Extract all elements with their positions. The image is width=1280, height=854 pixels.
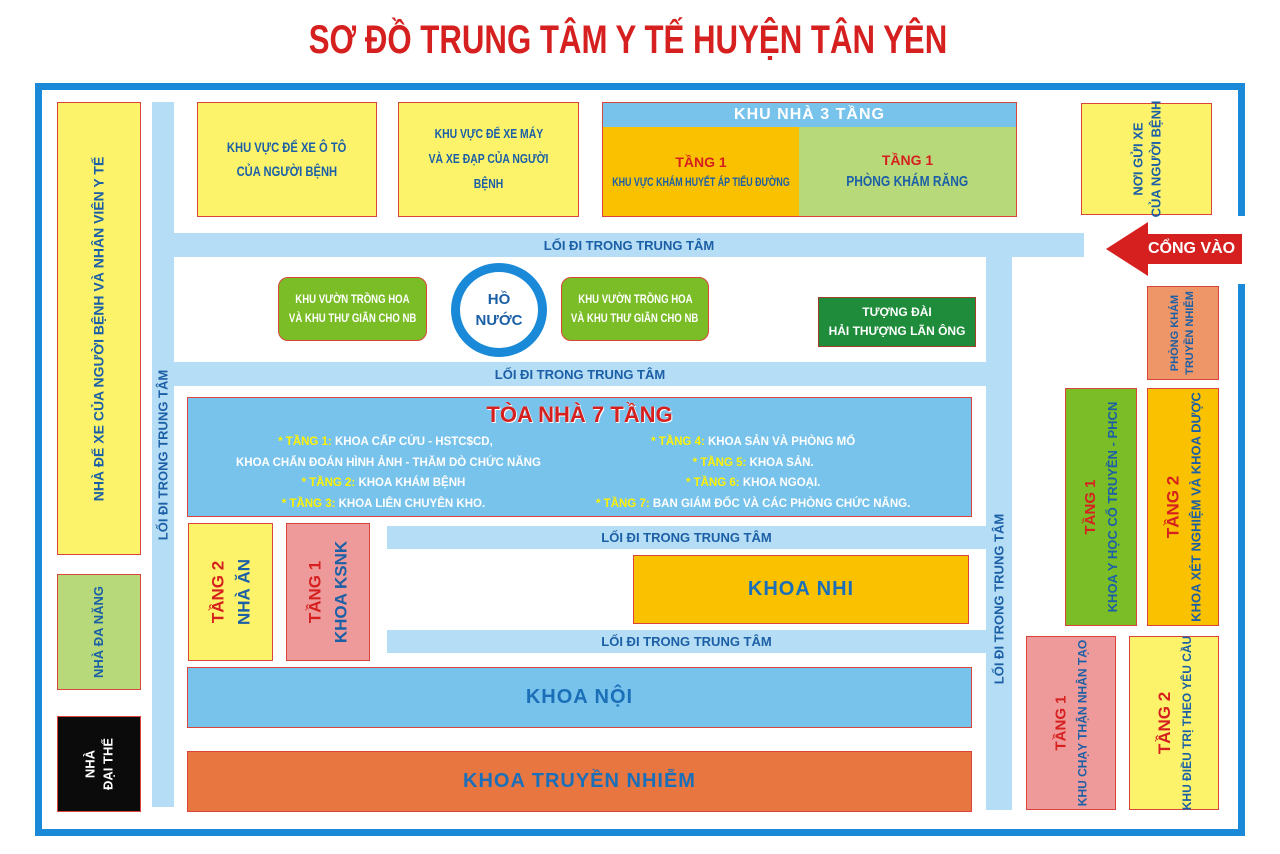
dialysis-area: TẦNG 1 KHU CHẠY THẬN NHÂN TẠO	[1026, 636, 1116, 810]
dental-clinic-label: PHÒNG KHÁM RĂNG	[846, 172, 969, 190]
left-vertical-path: LỐI ĐI TRONG TRUNG TÂM	[152, 102, 174, 807]
patient-parking-line1: NƠI GỬI XE	[1129, 122, 1145, 196]
moto-parking-line1: KHU VỰC ĐỂ XE MÁY	[434, 126, 543, 142]
traditional-medicine-department: TẦNG 1 KHOA Y HỌC CỔ TRUYỀN - PHCN	[1065, 388, 1137, 626]
lab-floor-label: TẦNG 2	[1163, 475, 1183, 539]
ksnk-department: TẦNG 1 KHOA KSNK	[286, 523, 370, 661]
lab-pharmacy-label: KHOA XÉT NGHIỆM VÀ KHOA DƯỢC	[1188, 392, 1203, 622]
car-parking-area: KHU VỰC ĐỂ XE Ô TÔ CỦA NGƯỜI BỆNH	[197, 102, 377, 217]
flower-garden-right: KHU VƯỜN TRỒNG HOA VÀ KHU THƯ GIÃN CHO N…	[561, 277, 709, 341]
on-demand-label: KHU ĐIỀU TRỊ THEO YÊU CẦU	[1180, 635, 1194, 811]
entrance-label: CỔNG VÀO	[1148, 240, 1236, 257]
ksnk-label: KHOA KSNK	[331, 540, 350, 644]
garden-right-line1: KHU VƯỜN TRỒNG HOA	[577, 291, 693, 306]
pediatrics-label: KHOA NHI	[747, 578, 855, 600]
floors-left-list: * TẦNG 1: KHOA CẤP CỨU - HSTC$CD, KHOA C…	[230, 432, 541, 514]
infectious-clinic-line2: TRUYỀN NHIỄM	[1184, 291, 1196, 375]
entrance-arrow: CỔNG VÀO	[1106, 222, 1242, 276]
hai-thuong-lan-ong-statue: TƯỢNG ĐÀI HẢI THƯỢNG LÃN ÔNG	[818, 297, 976, 347]
multipurpose-building: NHÀ ĐA NĂNG	[57, 574, 141, 690]
dialysis-label: KHU CHẠY THẬN NHÂN TẠO	[1075, 639, 1090, 807]
three-floor-header: KHU NHÀ 3 TẦNG	[603, 103, 1016, 127]
garden-left-line1: KHU VƯỜN TRỒNG HOA	[295, 291, 410, 306]
campus-boundary	[35, 83, 1245, 836]
morgue-building: NHÀ ĐẠI THỂ	[57, 716, 141, 812]
internal-medicine-label: KHOA NỘI	[525, 686, 634, 708]
top-path-label: LỐI ĐI TRONG TRUNG TÂM	[543, 237, 715, 253]
dialysis-floor-label: TẦNG 1	[1052, 695, 1070, 751]
internal-medicine-department: KHOA NỘI	[187, 667, 972, 728]
moto-parking-line2: VÀ XE ĐẠP CỦA NGƯỜI BỆNH	[428, 151, 549, 191]
on-demand-floor-label: TẦNG 2	[1154, 691, 1174, 755]
blood-pressure-diabetes-area: TẦNG 1 KHU VỰC KHÁM HUYẾT ÁP TIỂU ĐƯỜNG	[603, 127, 799, 216]
inner-top-path-label: LỐI ĐI TRONG TRUNG TÂM	[601, 530, 772, 545]
bp-floor-label: TẦNG 1	[675, 154, 727, 170]
on-demand-treatment-area: TẦNG 2 KHU ĐIỀU TRỊ THEO YÊU CẦU	[1129, 636, 1219, 810]
car-parking-line1: KHU VỰC ĐỂ XE Ô TÔ	[227, 138, 347, 155]
canteen-floor-label: TẦNG 2	[208, 560, 227, 624]
left-vertical-path-label: LỐI ĐI TRONG TRUNG TÂM	[155, 369, 171, 540]
flower-garden-left: KHU VƯỜN TRỒNG HOA VÀ KHU THƯ GIÃN CHO N…	[278, 277, 427, 341]
lab-pharmacy-department: TẦNG 2 KHOA XÉT NGHIỆM VÀ KHOA DƯỢC	[1147, 388, 1219, 626]
car-parking-line2: CỦA NGƯỜI BỆNH	[236, 162, 338, 179]
multipurpose-label: NHÀ ĐA NĂNG	[91, 586, 107, 678]
floor-item: KHOA CHẨN ĐOÁN HÌNH ẢNH - THĂM DÒ CHỨC N…	[236, 456, 541, 469]
bp-area-label: KHU VỰC KHÁM HUYẾT ÁP TIỂU ĐƯỜNG	[612, 175, 790, 189]
pediatrics-department: KHOA NHI	[633, 555, 969, 624]
motorbike-parking-area: KHU VỰC ĐỂ XE MÁY VÀ XE ĐẠP CỦA NGƯỜI BỆ…	[398, 102, 579, 217]
entrance-gap	[1236, 216, 1248, 284]
dental-clinic: TẦNG 1 PHÒNG KHÁM RĂNG	[799, 127, 1016, 216]
inner-top-path: LỐI ĐI TRONG TRUNG TÂM	[387, 526, 986, 549]
canteen-building: TẦNG 2 NHÀ ĂN	[188, 523, 273, 661]
three-floor-header-label: KHU NHÀ 3 TẦNG	[734, 106, 885, 123]
lake-line1: HỒ	[487, 291, 511, 308]
three-floor-building: KHU NHÀ 3 TẦNG TẦNG 1 KHU VỰC KHÁM HUYẾT…	[602, 102, 1017, 217]
staff-patient-parking-building: NHÀ ĐỂ XE CỦA NGƯỜI BỆNH VÀ NHÂN VIÊN Y …	[57, 102, 141, 555]
traditional-medicine-label: KHOA Y HỌC CỔ TRUYỀN - PHCN	[1104, 401, 1120, 613]
seven-floor-title: TÒA NHÀ 7 TẦNG	[486, 402, 673, 427]
statue-line1: TƯỢNG ĐÀI	[862, 304, 932, 319]
infectious-diseases-label: KHOA TRUYỀN NHIỄM	[463, 770, 696, 792]
right-vertical-path: LỐI ĐI TRONG TRUNG TÂM	[986, 256, 1012, 810]
patient-parking-line2: CỦA NGƯỜI BỆNH	[1147, 100, 1163, 218]
floors-right-list: * TẦNG 4: KHOA SẢN VÀ PHÒNG MỔ * TẦNG 5:…	[596, 432, 910, 514]
right-vertical-path-label: LỐI ĐI TRONG TRUNG TÂM	[991, 514, 1007, 685]
infectious-clinic: PHÒNG KHÁM TRUYỀN NHIỄM	[1147, 286, 1219, 380]
floor-item: * TẦNG 2: KHOA KHÁM BỆNH	[301, 477, 466, 489]
staff-patient-parking-label: NHÀ ĐỂ XE CỦA NGƯỜI BỆNH VÀ NHÂN VIÊN Y …	[90, 156, 107, 501]
garden-left-line2: VÀ KHU THƯ GIÃN CHO NB	[288, 311, 417, 325]
middle-path-label: LỐI ĐI TRONG TRUNG TÂM	[494, 366, 666, 382]
garden-right-line2: VÀ KHU THƯ GIÃN CHO NB	[571, 311, 699, 325]
floor-item: * TẦNG 6: KHOA NGOẠI.	[685, 477, 821, 489]
ksnk-floor-label: TẦNG 1	[305, 560, 325, 624]
inner-bottom-path: LỐI ĐI TRONG TRUNG TÂM	[387, 630, 986, 653]
dental-floor-label: TẦNG 1	[881, 151, 934, 168]
top-path: LỐI ĐI TRONG TRUNG TÂM	[174, 233, 1084, 257]
morgue-label-line1: NHÀ	[82, 749, 98, 779]
lake-line2: NƯỚC	[475, 312, 523, 329]
seven-floor-building: TÒA NHÀ 7 TẦNG * TẦNG 1: KHOA CẤP CỨU - …	[187, 397, 972, 517]
water-lake: HỒ NƯỚC	[451, 263, 547, 357]
floor-item: * TẦNG 4: KHOA SẢN VÀ PHÒNG MỔ	[651, 436, 856, 448]
floor-item: * TẦNG 5: KHOA SẢN.	[692, 456, 814, 469]
canteen-label: NHÀ ĂN	[233, 558, 253, 626]
middle-path: LỐI ĐI TRONG TRUNG TÂM	[174, 362, 986, 386]
infectious-diseases-department: KHOA TRUYỀN NHIỄM	[187, 751, 972, 812]
morgue-label-line2: ĐẠI THỂ	[100, 738, 115, 790]
arrow-left-icon	[1106, 222, 1242, 276]
infectious-clinic-line1: PHÒNG KHÁM	[1169, 294, 1182, 372]
floor-item: * TẦNG 1: KHOA CẤP CỨU - HSTC$CD,	[278, 436, 493, 448]
patient-parking-lot: NƠI GỬI XE CỦA NGƯỜI BỆNH	[1081, 100, 1212, 218]
floor-item: * TẦNG 7: BAN GIÁM ĐỐC VÀ CÁC PHÒNG CHỨC…	[596, 497, 911, 510]
statue-line2: HẢI THƯỢNG LÃN ÔNG	[828, 324, 966, 338]
inner-bottom-path-label: LỐI ĐI TRONG TRUNG TÂM	[601, 634, 772, 649]
page-title: SƠ ĐỒ TRUNG TÂM Y TẾ HUYỆN TÂN YÊN	[308, 18, 948, 62]
traditional-floor-label: TẦNG 1	[1082, 479, 1099, 535]
floor-item: * TẦNG 3: KHOA LIÊN CHUYÊN KHO.	[281, 497, 486, 510]
